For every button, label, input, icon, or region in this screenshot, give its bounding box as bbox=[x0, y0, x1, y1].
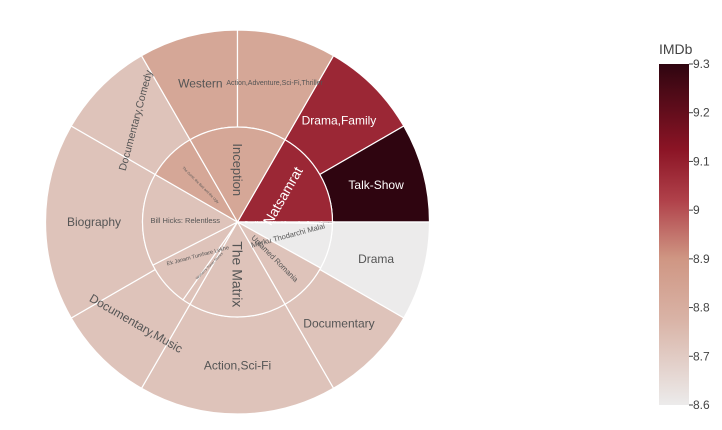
colorbar-tick-label: 8.9 bbox=[693, 252, 710, 266]
colorbar-title: IMDb bbox=[659, 41, 693, 57]
inner-sector-inception[interactable] bbox=[189, 126, 286, 224]
inner-label-bhvar-mode-dilli-alkar-1-season-kaun-banega-crorepati: Bhvar Mode, Dilli Alkar 1 Season, Kaun B… bbox=[245, 220, 335, 224]
outer-label-biography: Biography bbox=[67, 215, 121, 229]
inner-sector-natsamrat[interactable] bbox=[236, 138, 334, 223]
inner-label-bill-hicks-relentless: Bill Hicks: Relentless bbox=[150, 216, 220, 225]
colorbar-tick-label: 9.2 bbox=[693, 106, 710, 120]
inner-label-the-matrix: The Matrix bbox=[230, 241, 246, 307]
outer-label-action-adventure-sci-fi-thriller: Action,Adventure,Sci-Fi,Thriller bbox=[226, 80, 323, 87]
inner-sector-the-matrix[interactable] bbox=[189, 220, 286, 318]
colorbar-tick-label: 8.8 bbox=[693, 301, 710, 315]
colorbar: IMDb 8.6 8.7 8.8 8.9 9 9.1 9.2 9.3 bbox=[659, 41, 710, 412]
colorbar-tick-label: 9 bbox=[693, 203, 700, 217]
colorbar-gradient bbox=[659, 64, 689, 405]
inner-label-inception: Inception bbox=[230, 143, 245, 196]
colorbar-tick-label: 8.6 bbox=[693, 398, 710, 412]
outer-label-documentary: Documentary bbox=[303, 316, 374, 330]
inner-sector-bill-hicks-relentless[interactable] bbox=[141, 173, 239, 266]
sunburst-chart: Drama,FamilyTalk-ShowDramaDocumentaryAct… bbox=[44, 29, 431, 415]
outer-label-drama-family: Drama,Family bbox=[302, 114, 377, 128]
colorbar-tick-label: 9.3 bbox=[693, 57, 710, 71]
outer-label-talk-show: Talk-Show bbox=[348, 178, 404, 192]
colorbar-tick-label: 9.1 bbox=[693, 154, 710, 168]
outer-label-western: Western bbox=[178, 76, 222, 90]
outer-label-drama: Drama bbox=[358, 252, 394, 266]
colorbar-tick-label: 8.7 bbox=[693, 349, 710, 363]
outer-label-action-sci-fi: Action,Sci-Fi bbox=[204, 359, 271, 373]
